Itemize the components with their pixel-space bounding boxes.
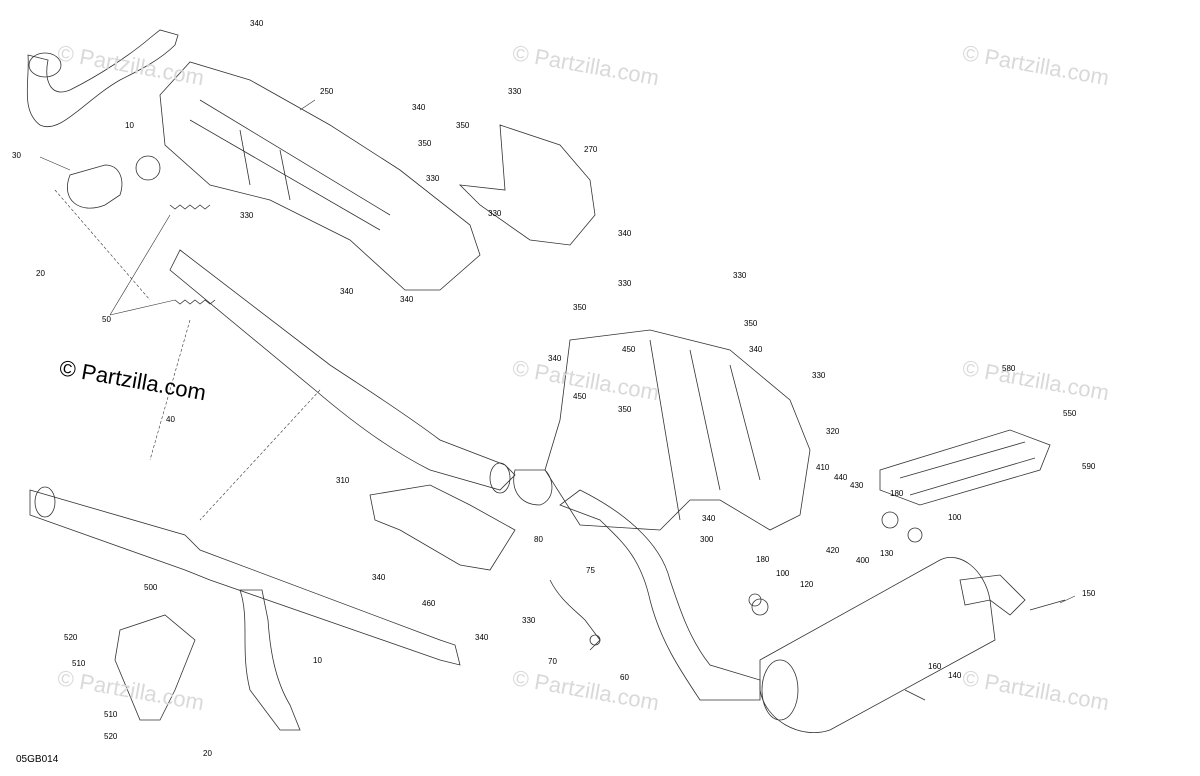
part-label: 180	[890, 489, 904, 498]
manifold-pipe	[26, 29, 179, 128]
part-label: 350	[618, 405, 632, 414]
part-label: 420	[826, 546, 840, 555]
part-label: 10	[313, 656, 322, 665]
part-label: 350	[456, 121, 470, 130]
part-label: 550	[1063, 409, 1077, 418]
gasket-ring-10	[135, 155, 161, 181]
bracket-310	[369, 484, 516, 571]
part-label: 330	[812, 371, 826, 380]
part-label: 30	[12, 151, 21, 160]
heat-shield-500	[114, 614, 196, 721]
clamp-80	[513, 469, 553, 506]
mid-pipe-40	[169, 249, 516, 491]
part-label: 330	[488, 209, 502, 218]
part-label: 520	[104, 732, 118, 741]
part-label: 450	[573, 392, 587, 401]
spring-lower	[174, 299, 216, 305]
muffler	[759, 557, 996, 733]
part-label: 450	[622, 345, 636, 354]
part-label: 500	[144, 583, 158, 592]
part-label: 20	[203, 749, 212, 758]
part-label: 340	[749, 345, 763, 354]
part-label: 330	[240, 211, 254, 220]
part-label: 75	[586, 566, 595, 575]
part-label: 350	[418, 139, 432, 148]
part-label: 250	[320, 87, 334, 96]
diagram-code: 05GB014	[16, 754, 59, 765]
part-label: 340	[702, 514, 716, 523]
skid-plate-550	[879, 429, 1051, 506]
part-label: 320	[826, 427, 840, 436]
manifold-pipe-flange	[28, 52, 62, 78]
part-label: 60	[620, 673, 629, 682]
bend-pipe	[239, 589, 301, 731]
part-label: 340	[412, 103, 426, 112]
part-label: 460	[422, 599, 436, 608]
part-label: 590	[1082, 462, 1096, 471]
heat-shield-320	[544, 329, 811, 531]
part-label: 440	[834, 473, 848, 482]
part-label: 330	[522, 616, 536, 625]
part-label: 50	[102, 315, 111, 324]
part-label: 310	[336, 476, 350, 485]
part-label: 340	[400, 295, 414, 304]
part-label: 300	[700, 535, 714, 544]
part-label: 510	[104, 710, 118, 719]
part-label: 520	[64, 633, 78, 642]
part-label: 150	[1082, 589, 1096, 598]
part-label: 330	[733, 271, 747, 280]
muffler-outlet	[959, 574, 1026, 616]
spring-upper	[169, 204, 211, 210]
part-label: 180	[756, 555, 770, 564]
part-label: 350	[573, 303, 587, 312]
elbow-connector	[67, 164, 123, 209]
part-label: 580	[1002, 364, 1016, 373]
part-label: 10	[125, 121, 134, 130]
oxygen-sensor-70	[549, 579, 601, 651]
part-label: 340	[372, 573, 386, 582]
heat-shield-250	[159, 61, 481, 291]
part-label: 340	[618, 229, 632, 238]
part-label: 430	[850, 481, 864, 490]
part-label: 510	[72, 659, 86, 668]
part-label: 120	[800, 580, 814, 589]
part-label: 400	[856, 556, 870, 565]
part-label: 350	[744, 319, 758, 328]
part-label: 330	[618, 279, 632, 288]
part-label: 100	[948, 513, 962, 522]
heat-shield-270	[458, 124, 596, 246]
part-label: 330	[508, 87, 522, 96]
part-label: 340	[548, 354, 562, 363]
part-label: 140	[948, 671, 962, 680]
tail-pipe-60	[559, 489, 761, 701]
part-label: 80	[534, 535, 543, 544]
part-label: 270	[584, 145, 598, 154]
front-pipe	[29, 489, 461, 666]
part-label: 340	[340, 287, 354, 296]
part-label: 340	[250, 19, 264, 28]
part-label: 330	[426, 174, 440, 183]
part-label: 160	[928, 662, 942, 671]
part-label: 100	[776, 569, 790, 578]
part-label: 20	[36, 269, 45, 278]
part-label: 410	[816, 463, 830, 472]
part-label: 40	[166, 415, 175, 424]
part-label: 70	[548, 657, 557, 666]
part-label: 130	[880, 549, 894, 558]
part-label: 340	[475, 633, 489, 642]
